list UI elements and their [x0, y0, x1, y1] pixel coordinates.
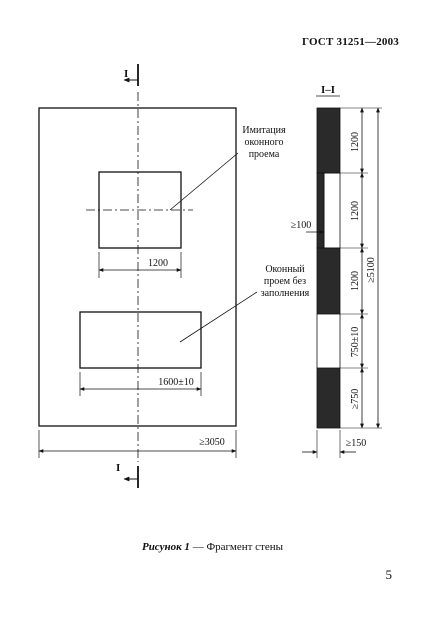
page-number: 5: [385, 567, 393, 582]
dim-vertical-1: 1200: [350, 132, 361, 152]
dim-open-width: 1600±10: [158, 377, 194, 388]
dim-imitation-width: 1200: [148, 258, 168, 269]
window-open-label-3: заполнения: [261, 288, 310, 299]
window-open-label-1: Оконный: [265, 264, 305, 275]
section-wall-segment-4: [316, 367, 341, 429]
window-imitation-label-1: Имитация: [242, 125, 286, 136]
section-title: I–I: [321, 84, 335, 96]
dim-thickness: ≥150: [346, 438, 367, 449]
figure-caption-text: — Фрагмент стены: [189, 541, 284, 553]
window-imitation-label-3: проема: [249, 149, 280, 160]
section-mark-top: I: [124, 68, 128, 80]
section-wall-segment-2: [316, 172, 325, 249]
window-open: [79, 311, 202, 369]
section-imitation-recess: [323, 172, 341, 249]
dim-total-height: ≥5100: [366, 257, 377, 283]
window-imitation-leader: [169, 152, 239, 211]
dim-min-depth: ≥100: [291, 220, 312, 231]
dim-wall-width: ≥3050: [199, 437, 225, 448]
dim-vertical-4: 750±10: [350, 327, 361, 358]
dim-vertical-2: 1200: [350, 201, 361, 221]
dim-vertical-3: 1200: [350, 271, 361, 291]
section-view: I–I ≥100: [291, 84, 382, 458]
wall-outline: [38, 107, 237, 427]
section-cut-top: I: [123, 64, 139, 86]
figure-caption-lead: Рисунок 1: [141, 541, 190, 553]
section-cut-bottom: I: [116, 462, 139, 488]
plan-view: I I Имитация оконного проема 1200 Оконны…: [38, 64, 310, 488]
section-wall-segment-3: [316, 247, 341, 315]
section-wall-segment-1: [316, 107, 341, 174]
standard-header: ГОСТ 31251—2003: [302, 36, 399, 48]
section-mark-bottom: I: [116, 462, 120, 474]
window-open-label-2: проем без: [264, 276, 306, 287]
dim-vertical-5: ≥750: [350, 389, 361, 410]
window-open-leader: [179, 291, 258, 343]
figure-caption: Рисунок 1 — Фрагмент стены: [0, 541, 425, 553]
window-imitation-label-2: оконного: [245, 137, 284, 148]
